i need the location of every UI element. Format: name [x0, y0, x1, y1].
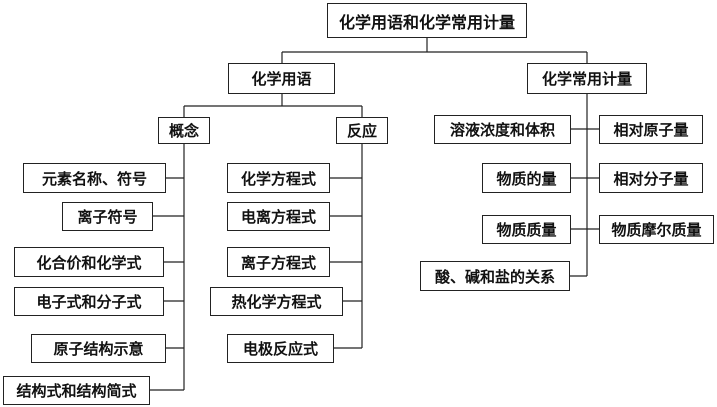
measure-item: 相对分子量 — [599, 163, 703, 193]
measure-item: 物质质量 — [482, 215, 571, 244]
reaction-item: 电离方程式 — [227, 202, 330, 231]
measure-item: 溶液浓度和体积 — [434, 115, 571, 144]
reaction-item: 化学方程式 — [227, 163, 330, 193]
reaction-item: 电极反应式 — [227, 334, 334, 363]
concept-node: 概念 — [158, 117, 210, 144]
concept-item: 原子结构示意 — [31, 334, 166, 363]
concept-item: 结构式和结构简式 — [3, 376, 150, 405]
measure-item: 相对原子量 — [599, 115, 703, 144]
reaction-node: 反应 — [336, 117, 388, 144]
measure-item: 物质摩尔质量 — [599, 215, 714, 244]
measure-item: 酸、碱和盐的关系 — [420, 261, 570, 291]
reaction-item: 离子方程式 — [227, 247, 330, 277]
concept-item: 离子符号 — [62, 202, 153, 231]
root-node: 化学用语和化学常用计量 — [327, 3, 527, 38]
branch-chemical-measurement: 化学常用计量 — [527, 63, 647, 94]
branch-chemical-terms: 化学用语 — [228, 63, 335, 94]
concept-item: 电子式和分子式 — [14, 287, 164, 316]
concept-item: 化合价和化学式 — [14, 247, 164, 277]
measure-item: 物质的量 — [482, 163, 571, 193]
reaction-item: 热化学方程式 — [210, 287, 343, 316]
concept-item: 元素名称、符号 — [23, 163, 166, 193]
